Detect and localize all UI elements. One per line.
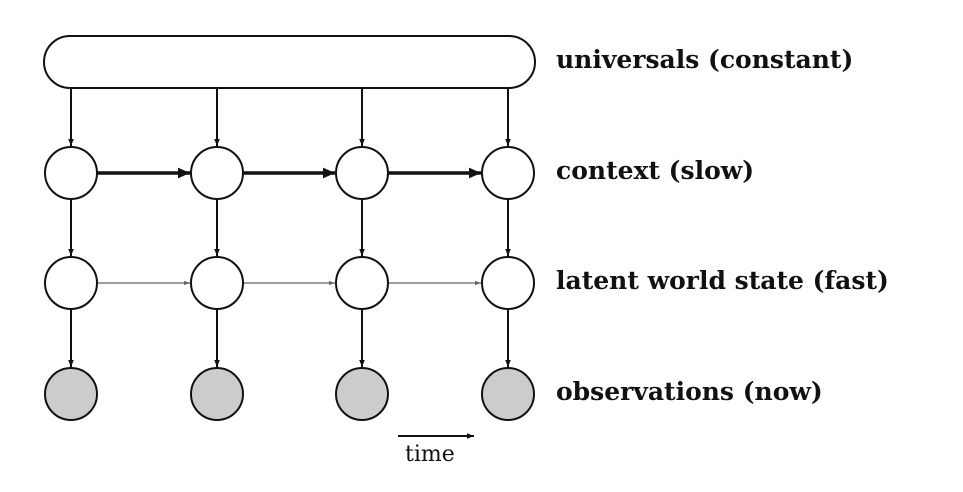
universals-node xyxy=(43,35,536,89)
latent-node-1 xyxy=(44,256,98,310)
context-label: context (slow) xyxy=(556,156,755,185)
latent-node-3 xyxy=(335,256,389,310)
context-node-2 xyxy=(190,146,244,200)
observation-node-3 xyxy=(335,367,389,421)
context-node-3 xyxy=(335,146,389,200)
universals-label: universals (constant) xyxy=(556,45,854,74)
latent-node-4 xyxy=(481,256,535,310)
time-label: time xyxy=(405,442,455,467)
context-node-1 xyxy=(44,146,98,200)
observation-node-1 xyxy=(44,367,98,421)
latent-node-2 xyxy=(190,256,244,310)
observation-node-2 xyxy=(190,367,244,421)
observations-label: observations (now) xyxy=(556,377,823,406)
context-node-4 xyxy=(481,146,535,200)
latent-world-state-label: latent world state (fast) xyxy=(556,266,889,295)
observation-node-4 xyxy=(481,367,535,421)
